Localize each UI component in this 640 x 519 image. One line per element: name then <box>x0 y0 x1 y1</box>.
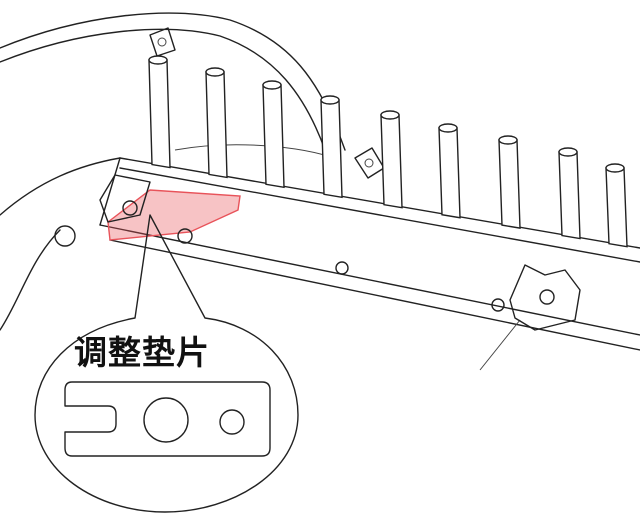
callout-label: 调整垫片 <box>74 333 210 372</box>
rod-top <box>320 95 340 105</box>
rod-row <box>148 55 628 248</box>
support-rail <box>99 157 640 371</box>
mounting-tab <box>149 27 385 179</box>
rod-top <box>605 163 625 173</box>
rod <box>605 167 628 248</box>
rod <box>438 127 461 219</box>
callout-bubble <box>34 214 299 513</box>
rod-top <box>438 123 458 133</box>
rod <box>320 99 343 199</box>
rod-top <box>205 67 225 77</box>
rod-top <box>498 135 518 145</box>
rod <box>262 84 285 189</box>
rod-top <box>148 55 168 65</box>
shim-highlight <box>107 189 241 241</box>
rod <box>205 71 228 179</box>
rod-top <box>380 110 400 120</box>
drum-outline <box>0 12 346 331</box>
shim-detail <box>64 381 271 457</box>
bracket-right <box>335 261 581 331</box>
rod <box>558 151 581 240</box>
rod-top <box>558 147 578 157</box>
rod <box>498 139 521 229</box>
rod <box>148 59 171 169</box>
rod-top <box>262 80 282 90</box>
rod <box>380 114 403 209</box>
bracket-left <box>54 174 193 247</box>
